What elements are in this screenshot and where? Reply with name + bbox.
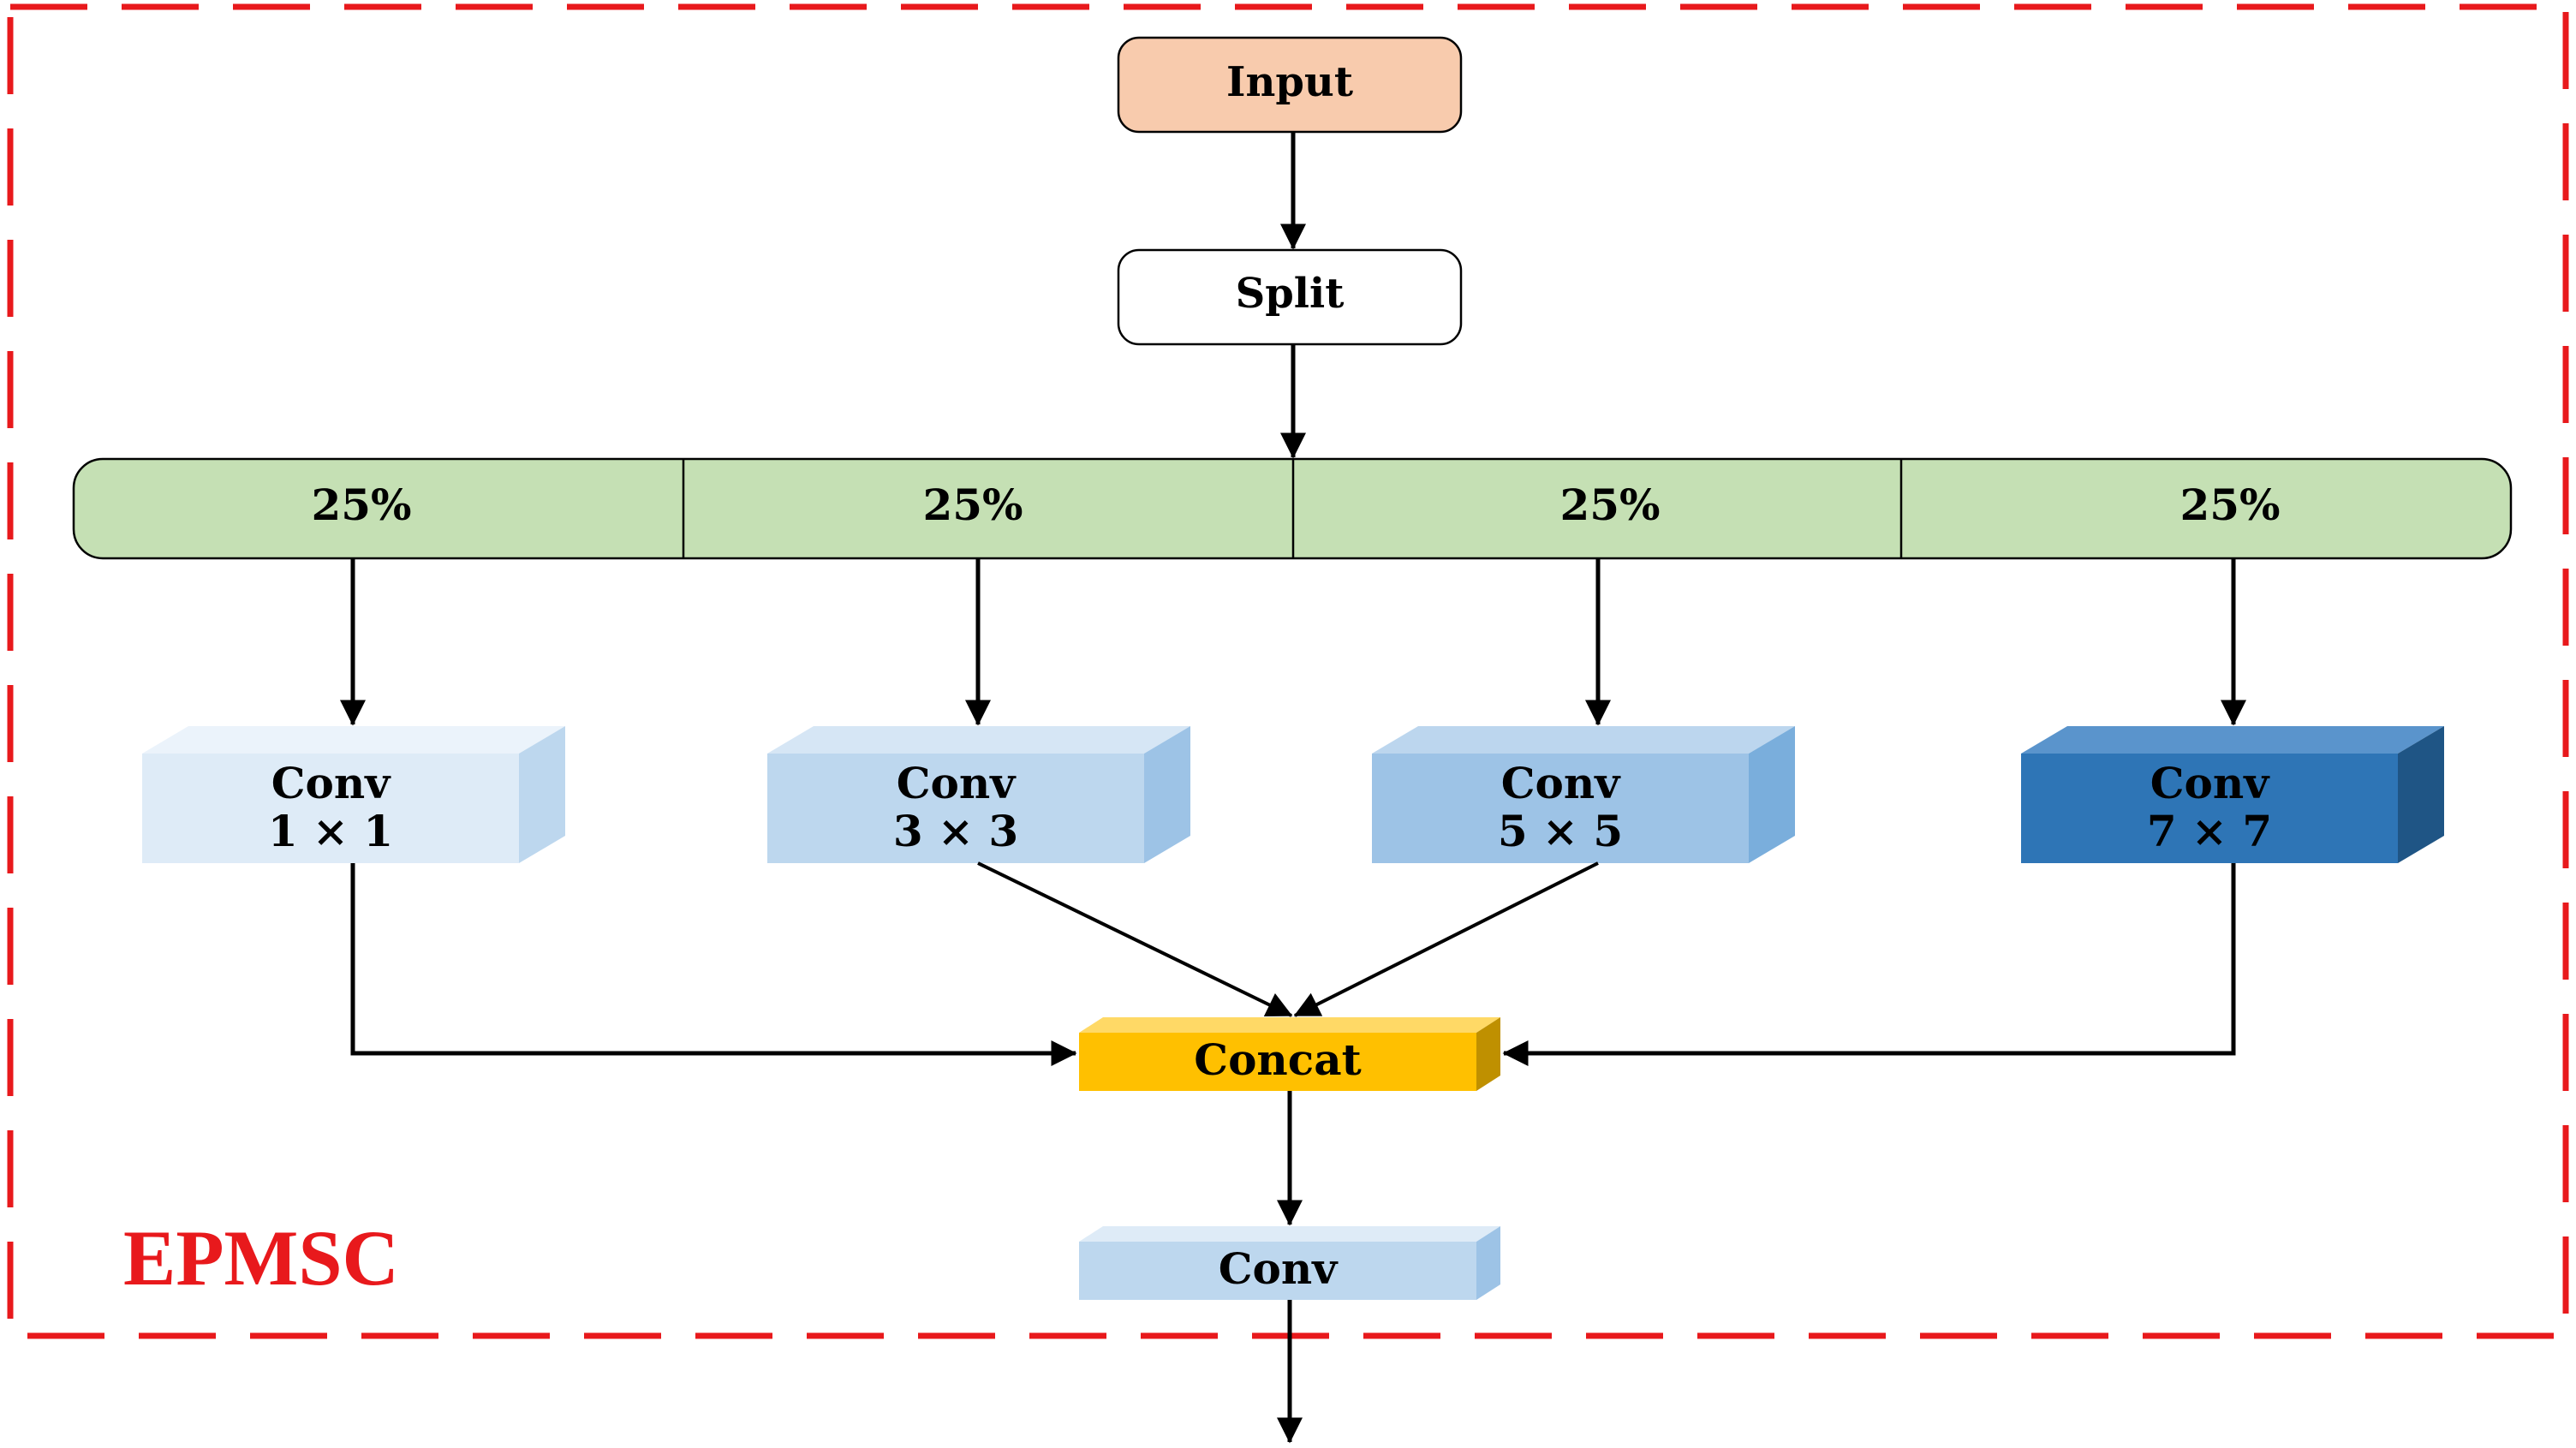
split-segment-2: 25%: [922, 480, 1023, 530]
split-node: Split: [1117, 248, 1463, 346]
split-bar: 25% 25% 25% 25%: [72, 457, 2513, 560]
split-segment-1: 25%: [311, 480, 411, 530]
module-name: EPMSC: [123, 1214, 399, 1302]
conv-3x3-label: Conv: [897, 758, 1017, 808]
conv-5x5-kernel: 5 × 5: [1498, 806, 1623, 856]
final-conv-label: Conv: [1219, 1243, 1339, 1294]
arrow-conv3-concat: [977, 861, 1293, 1017]
conv-1x1-block: Conv 1 × 1: [142, 726, 565, 863]
arrow-conv1-concat: [350, 863, 1077, 1066]
input-node: Input: [1117, 36, 1463, 134]
conv-5x5-block: Conv 5 × 5: [1372, 726, 1795, 863]
split-segment-4: 25%: [2179, 480, 2280, 530]
input-label: Input: [1226, 58, 1353, 106]
conv-7x7-kernel: 7 × 7: [2147, 806, 2272, 856]
conv-1x1-label: Conv: [271, 758, 391, 808]
split-label: Split: [1236, 270, 1345, 318]
arrow-conv7-concat: [1502, 863, 2236, 1066]
arrow-conv5-concat: [1293, 861, 1599, 1017]
concat-block: Concat: [1079, 1017, 1500, 1091]
conv-5x5-label: Conv: [1501, 758, 1621, 808]
conv-1x1-kernel: 1 × 1: [268, 806, 393, 856]
conv-7x7-block: Conv 7 × 7: [2021, 726, 2444, 863]
conv-3x3-kernel: 3 × 3: [893, 806, 1018, 856]
conv-7x7-label: Conv: [2150, 758, 2270, 808]
connectors: [340, 132, 2246, 1444]
conv-3x3-block: Conv 3 × 3: [767, 726, 1190, 863]
concat-label: Concat: [1194, 1034, 1361, 1085]
split-segment-3: 25%: [1559, 480, 1660, 530]
final-conv-block: Conv: [1079, 1226, 1500, 1300]
